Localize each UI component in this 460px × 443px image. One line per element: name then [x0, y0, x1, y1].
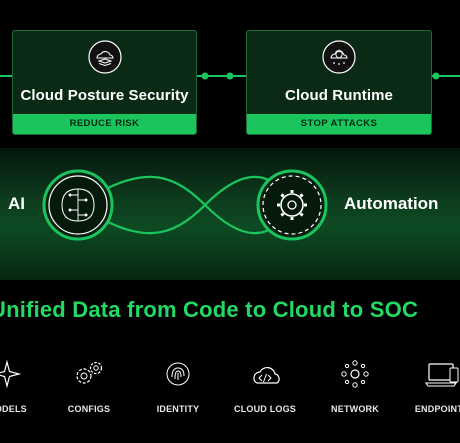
category-models: MODELS	[0, 358, 52, 414]
ai-label: AI	[8, 194, 25, 213]
card-badge: STOP ATTACKS	[247, 114, 431, 134]
category-label: ENDPOINTS	[414, 404, 460, 414]
card-title: Cloud Posture Security	[20, 87, 189, 104]
category-label: CONFIGS	[67, 404, 111, 414]
category-label: NETWORK	[331, 404, 379, 414]
sparkle-icon	[0, 359, 22, 389]
cloud-posture-card: Cloud Posture Security REDUCE RISK	[12, 30, 197, 135]
card-badge: REDUCE RISK	[13, 114, 196, 134]
gears-icon	[76, 361, 103, 384]
fingerprint-icon	[166, 362, 190, 386]
category-configs: CONFIGS	[44, 358, 134, 414]
automation-label: Automation	[344, 194, 439, 213]
headline: Unified Data from Code to Cloud to SOC	[0, 297, 419, 322]
category-label: CLOUD LOGS	[234, 404, 296, 414]
category-network: NETWORK	[310, 358, 400, 414]
category-endpoints: ENDPOINTS	[397, 358, 460, 414]
cloud-runtime-card: Cloud Runtime STOP ATTACKS	[246, 30, 432, 135]
network-icon	[341, 360, 369, 388]
laptop-icon	[424, 363, 459, 387]
cloud-layers-icon	[87, 40, 122, 74]
category-label: MODELS	[0, 404, 27, 414]
category-label: IDENTITY	[156, 404, 200, 414]
category-cloud-logs: CLOUD LOGS	[220, 358, 310, 414]
cloud-code-icon	[253, 366, 280, 384]
cloud-shield-icon	[322, 40, 356, 74]
card-title: Cloud Runtime	[285, 87, 393, 104]
category-identity: IDENTITY	[133, 358, 223, 414]
ai-automation-band	[0, 148, 460, 280]
